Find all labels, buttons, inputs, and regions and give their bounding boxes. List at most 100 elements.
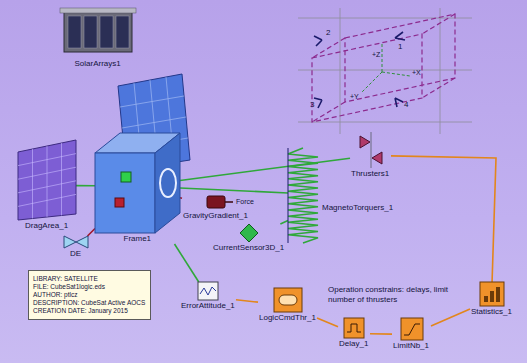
thruster-number: 2 <box>326 28 330 38</box>
dashed-box <box>312 38 345 58</box>
frame-actuator <box>115 198 124 207</box>
info-line: CREATION DATE: January 2015 <box>33 307 145 315</box>
current-sensor-block: CurrentSensor3D_1 <box>212 224 286 253</box>
block-name: ErrorAttitude_1 <box>181 301 235 311</box>
cubesat-cell <box>100 16 113 48</box>
cubesat-rail <box>60 8 136 13</box>
frame-sensor <box>121 172 131 182</box>
delay-pulse <box>347 324 361 332</box>
node-label: MagnetoTorquers_1 <box>322 203 393 213</box>
block-icon <box>401 318 423 340</box>
node-label: DragArea_1 <box>25 221 68 231</box>
thruster-mark <box>314 36 322 46</box>
limit-curve <box>404 324 420 335</box>
info-line: LIBRARY: SATELLITE <box>33 275 145 283</box>
logic-inner <box>279 295 297 305</box>
drag-grid <box>32 149 33 219</box>
block-icon <box>18 140 76 220</box>
block-name: SolarArrays1 <box>75 59 121 69</box>
solar-arrays-block: SolarArrays1 <box>60 6 136 69</box>
node-label: Thrusters1 <box>351 169 389 179</box>
connector <box>431 309 470 326</box>
cubesat-cell <box>116 16 129 48</box>
axis-line <box>382 44 383 72</box>
block-icon <box>198 282 218 300</box>
grid-line <box>440 8 441 134</box>
thruster-number: 3 <box>310 100 314 110</box>
thruster-number: +X <box>412 68 421 78</box>
drag-grid <box>61 143 62 216</box>
limit-block: LimitNb_1 <box>392 318 431 351</box>
thruster-nozzle <box>372 152 382 164</box>
connector <box>370 333 392 335</box>
block-name: GravityGradient_1 <box>183 211 248 221</box>
connector <box>88 229 96 237</box>
dashed-box <box>312 34 422 122</box>
valve-half <box>76 236 88 248</box>
node-label: Statistics_1 <box>471 307 512 317</box>
thruster-number: +Y <box>350 92 359 102</box>
grid-line <box>298 122 472 123</box>
de-valve: DE <box>64 236 88 259</box>
block-name: Frame1 <box>124 234 152 244</box>
block-name: LimitNb_1 <box>393 341 429 351</box>
logic-box <box>274 288 302 312</box>
connector <box>180 188 288 193</box>
frame-front <box>95 153 155 233</box>
node-label: ErrorAttitude_1 <box>181 301 235 311</box>
dashed-box <box>422 14 455 34</box>
connector <box>280 220 288 224</box>
info-line: FILE: CubeSat1logic.eds <box>33 283 145 291</box>
note-text: Operation constrains: delays, limit numb… <box>328 285 468 305</box>
node-label: Delay_1 <box>339 339 368 349</box>
panel-grid <box>122 117 186 128</box>
cubesat-cell <box>68 16 81 48</box>
coil-symbol <box>288 148 318 243</box>
delay-box <box>344 318 364 338</box>
grid-line <box>298 18 472 19</box>
drag-panel <box>18 140 76 220</box>
thrusters-block: Thrusters1 <box>350 132 391 179</box>
scope-box <box>198 282 218 300</box>
thruster-mark <box>395 32 405 40</box>
block-icon <box>288 148 318 243</box>
drag-grid <box>18 154 76 166</box>
dashed-box <box>345 14 455 102</box>
info-line: DESCRIPTION: CubeSat Active AOCS <box>33 299 145 307</box>
axis-line <box>382 72 410 76</box>
scope-trace <box>200 287 216 295</box>
connector <box>317 318 338 327</box>
thruster-number: +Z <box>372 50 380 60</box>
block-icon <box>64 236 88 248</box>
stats-bar <box>496 287 500 302</box>
connector <box>180 158 350 180</box>
connector <box>76 185 95 187</box>
block-name: CurrentSensor3D_1 <box>213 243 284 253</box>
gravity-arm <box>225 201 233 203</box>
dashed-box <box>312 102 345 122</box>
block-name: MagnetoTorquers_1 <box>322 203 393 213</box>
connector <box>175 244 199 282</box>
error-attitude-block: ErrorAttitude_1 <box>180 282 236 311</box>
block-icon <box>240 224 258 242</box>
frame-block: Frame1 <box>95 128 180 244</box>
thruster-mark <box>314 98 322 108</box>
stats-bar <box>490 291 494 302</box>
node-label: Frame1 <box>124 234 152 244</box>
block-icon <box>344 318 364 338</box>
block-icon <box>480 282 504 306</box>
drag-grid <box>18 181 76 193</box>
block-name: LogicCmdThr_1 <box>259 313 316 323</box>
limit-box <box>401 318 423 340</box>
node-label: CurrentSensor3D_1 <box>213 243 284 253</box>
port-label: Force <box>236 197 254 207</box>
gravity-body <box>207 196 225 208</box>
drag-grid <box>18 167 76 179</box>
thruster-mark <box>395 98 403 107</box>
cubesat-body <box>64 12 132 52</box>
grid-line <box>340 8 341 134</box>
axis-line <box>362 72 382 92</box>
node-label: LIBRARY: SATELLITEFILE: CubeSat1logic.ed… <box>33 275 145 315</box>
block-name: DragArea_1 <box>25 221 68 231</box>
node-label: LimitNb_1 <box>393 341 429 351</box>
